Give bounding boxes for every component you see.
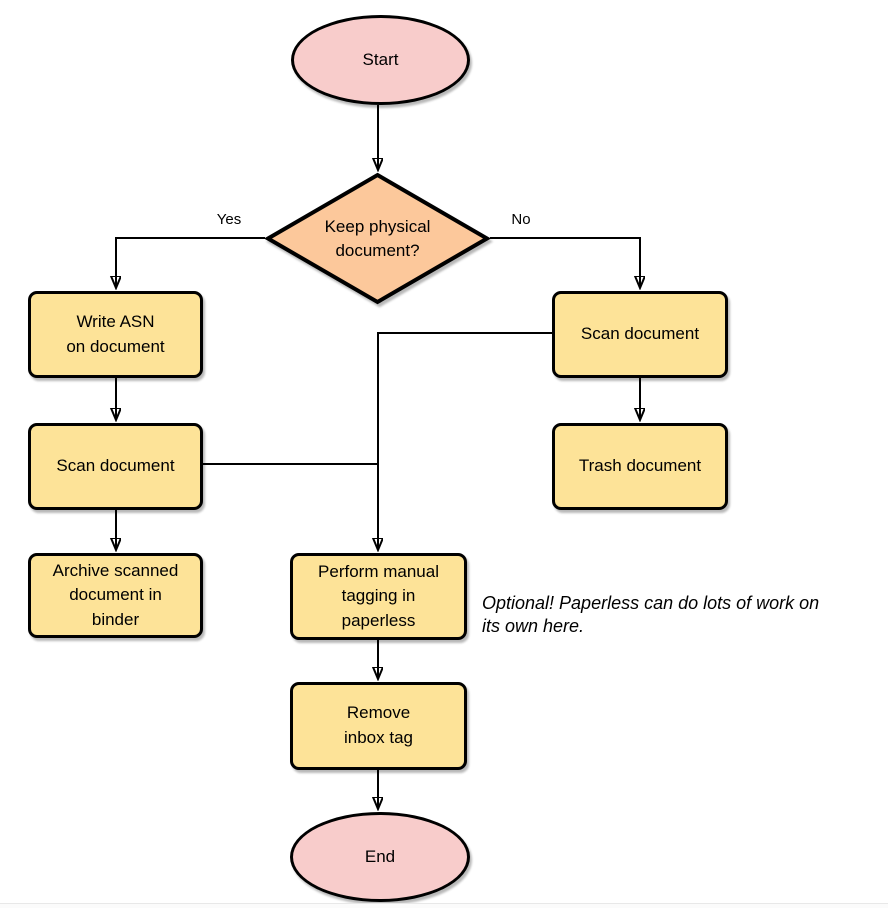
node-trash-document: Trash document — [552, 423, 728, 510]
node-perform-tagging-label: Perform manual tagging in paperless — [318, 561, 439, 630]
node-decision-label: Keep physical document? — [324, 216, 431, 260]
node-end-label: End — [364, 846, 396, 866]
annotation-optional-note: Optional! Paperless can do lots of work … — [482, 593, 820, 637]
edge-decision-yes-to-write-asn — [116, 237, 265, 288]
window-bottom-edge — [0, 903, 888, 908]
edge-label-yes: Yes — [216, 211, 242, 228]
node-write-asn-label: Write ASN on document — [66, 311, 165, 356]
node-scan-document-right: Scan document — [552, 291, 728, 378]
edge-scan-right-to-perform-tagging — [378, 332, 552, 550]
node-perform-tagging: Perform manual tagging in paperless — [290, 553, 467, 640]
edge-decision-no-to-scan-right — [490, 237, 640, 288]
node-write-asn: Write ASN on document — [28, 291, 203, 378]
node-remove-inbox-tag-label: Remove inbox tag — [344, 703, 413, 747]
node-decision-keep-physical: Keep physical document? — [264, 172, 491, 305]
edge-label-no: No — [511, 211, 531, 228]
node-end: End — [290, 812, 470, 902]
node-archive-scanned-label: Archive scanned document in binder — [52, 560, 179, 629]
node-start-label: Start — [362, 49, 399, 69]
node-scan-document-left: Scan document — [28, 423, 203, 510]
node-archive-scanned: Archive scanned document in binder — [28, 553, 203, 638]
decision-diamond-shape — [264, 172, 491, 305]
node-start: Start — [291, 15, 470, 105]
node-scan-document-right-label: Scan document — [580, 324, 700, 344]
node-trash-document-label: Trash document — [578, 456, 702, 476]
node-remove-inbox-tag: Remove inbox tag — [290, 682, 467, 770]
node-scan-document-left-label: Scan document — [56, 456, 175, 476]
